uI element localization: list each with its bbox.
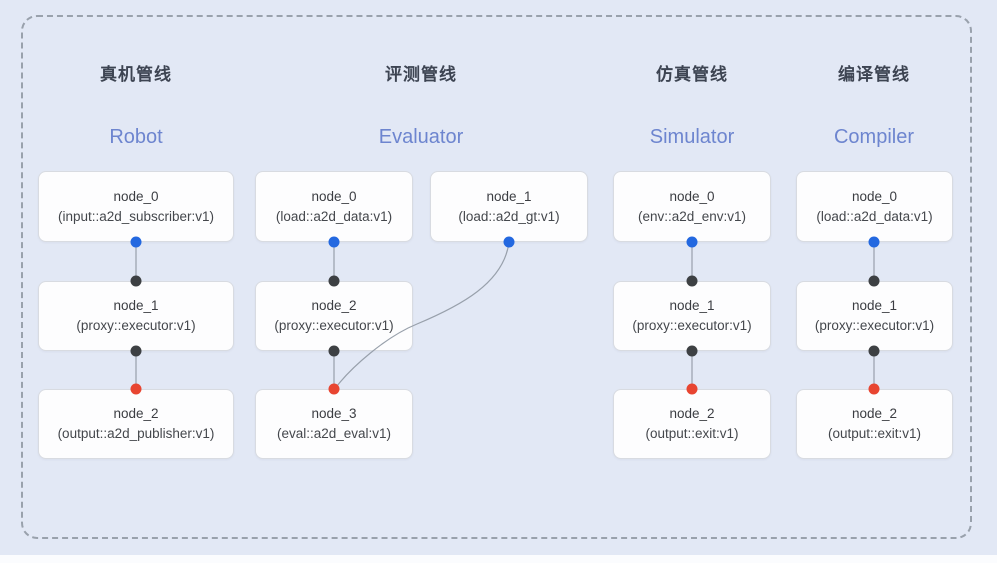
node-title: node_2 xyxy=(113,406,159,421)
simulator-node-1: node_1 (proxy::executor:v1) xyxy=(613,281,771,351)
node-subtitle: (load::a2d_gt:v1) xyxy=(458,208,560,224)
node-title: node_0 xyxy=(669,188,715,204)
node-subtitle: (proxy::executor:v1) xyxy=(274,318,394,333)
node-title: node_0 xyxy=(311,188,357,204)
compiler-pipeline-en-title: Compiler xyxy=(833,126,915,148)
node-subtitle: (proxy::executor:v1) xyxy=(76,318,196,333)
node-title: node_1 xyxy=(113,298,159,313)
compiler-node-0: node_0 (load::a2d_data:v1) xyxy=(796,171,953,242)
node-subtitle: (load::a2d_data:v1) xyxy=(816,208,933,224)
node-title: node_3 xyxy=(311,406,357,421)
node-subtitle: (output::exit:v1) xyxy=(827,426,922,441)
compiler-pipeline-cn-title: 编译管线 xyxy=(838,65,910,84)
compiler-node-2: node_2 (output::exit:v1) xyxy=(796,389,953,459)
node-title: node_2 xyxy=(669,406,715,421)
dashed-border-frame xyxy=(21,15,972,539)
robot-node-0: node_0 (input::a2d_subscriber:v1) xyxy=(38,171,234,242)
robot-node-2: node_2 (output::a2d_publisher:v1) xyxy=(38,389,234,459)
node-subtitle: (output::a2d_publisher:v1) xyxy=(57,426,215,441)
evaluator-pipeline-en-title: Evaluator xyxy=(378,126,464,148)
robot-pipeline-cn-title: 真机管线 xyxy=(100,65,172,84)
node-subtitle: (input::a2d_subscriber:v1) xyxy=(57,208,215,224)
simulator-node-2: node_2 (output::exit:v1) xyxy=(613,389,771,459)
simulator-pipeline-en-title: Simulator xyxy=(649,126,735,148)
simulator-pipeline-cn-title: 仿真管线 xyxy=(656,65,728,84)
node-subtitle: (env::a2d_env:v1) xyxy=(637,208,747,224)
node-title: node_1 xyxy=(851,298,898,313)
evaluator-node-1: node_1 (load::a2d_gt:v1) xyxy=(430,171,588,242)
evaluator-pipeline-cn-title: 评测管线 xyxy=(385,65,457,84)
node-subtitle: (load::a2d_data:v1) xyxy=(275,208,393,224)
compiler-node-1: node_1 (proxy::executor:v1) xyxy=(796,281,953,351)
node-title: node_2 xyxy=(311,298,357,313)
node-subtitle: (output::exit:v1) xyxy=(645,426,739,441)
node-subtitle: (proxy::executor:v1) xyxy=(814,318,935,333)
node-title: node_2 xyxy=(851,406,898,421)
evaluator-node-2: node_2 (proxy::executor:v1) xyxy=(255,281,413,351)
node-title: node_0 xyxy=(113,188,159,204)
robot-node-1: node_1 (proxy::executor:v1) xyxy=(38,281,234,351)
node-subtitle: (eval::a2d_eval:v1) xyxy=(276,426,392,441)
node-title: node_0 xyxy=(851,188,898,204)
robot-pipeline-en-title: Robot xyxy=(109,126,163,148)
evaluator-node-3: node_3 (eval::a2d_eval:v1) xyxy=(255,389,413,459)
node-title: node_1 xyxy=(669,298,715,313)
node-subtitle: (proxy::executor:v1) xyxy=(632,318,752,333)
simulator-node-0: node_0 (env::a2d_env:v1) xyxy=(613,171,771,242)
node-title: node_1 xyxy=(486,188,532,204)
evaluator-node-0: node_0 (load::a2d_data:v1) xyxy=(255,171,413,242)
bottom-white-strip xyxy=(0,555,997,563)
